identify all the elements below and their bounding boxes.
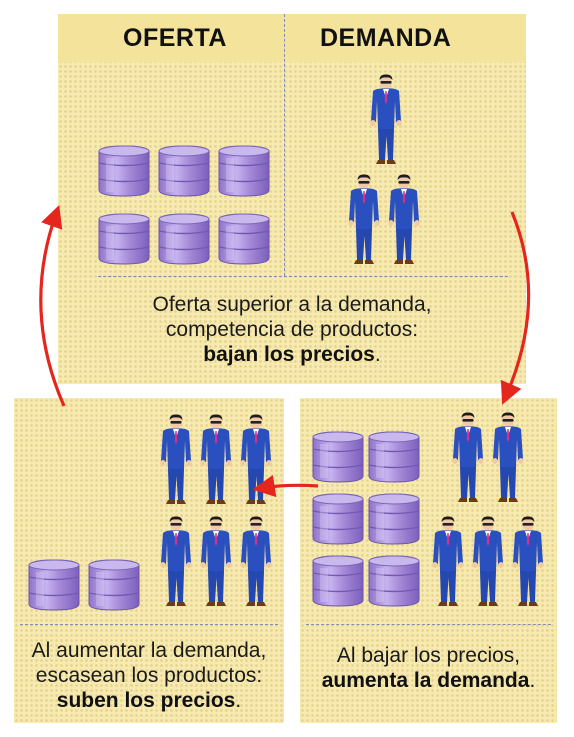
caption-line: competencia de productos: xyxy=(165,318,419,341)
column-divider xyxy=(284,14,285,276)
bottom-left-caption: Al aumentar la demanda, escasean los pro… xyxy=(14,638,284,713)
top-panel: OFERTA DEMANDA Oferta superior a la dema… xyxy=(58,14,526,384)
caption-bold: aumenta la demanda xyxy=(321,669,530,692)
top-caption: Oferta superior a la demanda, competenci… xyxy=(58,292,526,367)
bottom-right-panel: Al bajar los precios, aumenta la demanda… xyxy=(300,398,557,723)
caption-end: . xyxy=(374,343,381,366)
caption-conclusion: aumenta la demanda. xyxy=(300,668,557,693)
caption-line: Al bajar los precios, xyxy=(336,644,521,667)
header-band xyxy=(58,14,526,62)
caption-line: escasean los productos: xyxy=(35,664,263,687)
straight-arrow-icon xyxy=(252,474,319,498)
supply-header: OFERTA xyxy=(123,24,227,52)
caption-bold: suben los precios xyxy=(56,689,236,712)
caption-conclusion: bajan los precios. xyxy=(58,342,526,367)
caption-end: . xyxy=(529,669,536,692)
bottom-left-panel: Al aumentar la demanda, escasean los pro… xyxy=(14,398,284,723)
caption-divider xyxy=(98,276,508,277)
curved-arrow-icon xyxy=(39,204,66,407)
caption-bold: bajan los precios xyxy=(203,343,375,366)
caption-line: Al aumentar la demanda, xyxy=(31,639,267,662)
caption-divider xyxy=(20,624,278,625)
caption-divider xyxy=(306,624,551,625)
curved-arrow-icon xyxy=(500,211,531,405)
caption-conclusion: suben los precios. xyxy=(14,688,284,713)
caption-end: . xyxy=(235,689,242,712)
caption-line: Oferta superior a la demanda, xyxy=(152,293,432,316)
demand-header: DEMANDA xyxy=(320,24,452,52)
bottom-right-caption: Al bajar los precios, aumenta la demanda… xyxy=(300,643,557,693)
